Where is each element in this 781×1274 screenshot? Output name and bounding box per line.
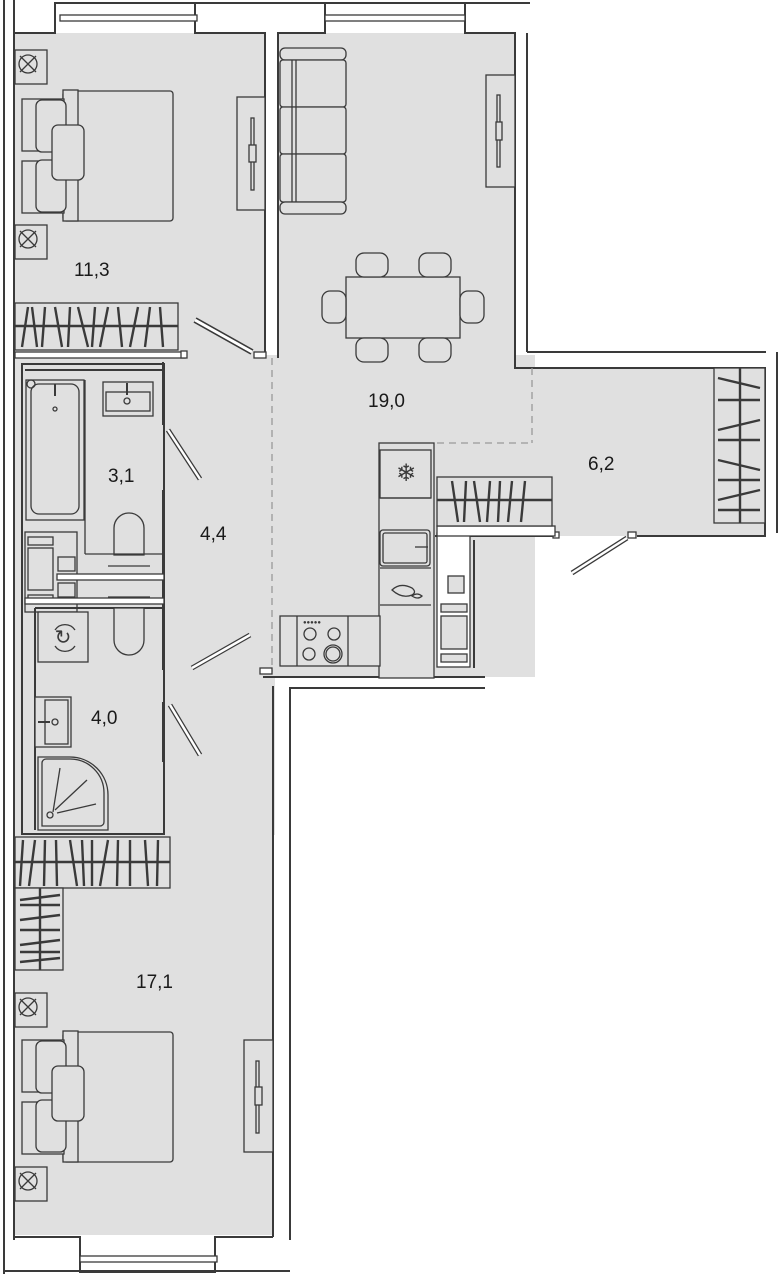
toilet-shower (113, 607, 145, 656)
door-bedroom-1[interactable] (193, 317, 267, 359)
room-area-balcony: 6,2 (588, 454, 614, 475)
kitchen-unit: ❄ ●●●●● (279, 442, 435, 679)
washbasin-bath (102, 381, 154, 417)
room-area-bedroom-1: 11,3 (74, 260, 110, 281)
room-area-shower: 4,0 (91, 708, 117, 729)
bathroom: 3,1 (21, 362, 203, 835)
door-shower[interactable] (167, 703, 203, 757)
wardrobe-balcony-right (713, 367, 766, 524)
tv-unit (236, 96, 266, 211)
dining-table (321, 252, 485, 363)
sofa (279, 47, 347, 215)
svg-text:●●●●●: ●●●●● (303, 620, 321, 626)
double-bed-2 (21, 1030, 174, 1163)
bathtub (25, 379, 85, 521)
bedroom-1: 11,3 (14, 49, 267, 359)
room-area-bedroom-2: 17,1 (136, 972, 173, 993)
dishwasher-icon (391, 584, 423, 599)
shower-tray (37, 756, 109, 831)
tv-unit-2 (243, 1039, 274, 1153)
snowflake-icon: ❄ (396, 460, 416, 487)
room-area-bathroom: 3,1 (108, 466, 134, 487)
washing-machine: ↻ (37, 611, 89, 663)
room-area-hallway: 4,4 (200, 524, 227, 545)
washing-machine-icon: ↻ (55, 627, 72, 649)
hob (279, 615, 381, 667)
tv-unit-living (485, 74, 516, 188)
door-hallway-to-kitchen[interactable] (190, 632, 273, 675)
boiler-cabinet (436, 525, 556, 668)
nightstand-2-bottom (14, 1166, 48, 1202)
nightstand-2-top (14, 992, 48, 1028)
shower-room: ↻ 4,0 (34, 607, 273, 831)
room-area-living: 19,0 (368, 391, 405, 412)
bedroom-2: 17,1 (14, 836, 274, 1202)
door-bathroom[interactable] (165, 428, 203, 481)
door-balcony[interactable] (570, 535, 629, 576)
toilet-bath (113, 512, 145, 556)
wardrobe-hall (14, 836, 171, 889)
nightstand-bottom (14, 224, 48, 260)
washbasin-shower (34, 696, 72, 748)
wardrobe-bedroom-1 (14, 302, 188, 359)
double-bed (21, 89, 174, 222)
nightstand-top (14, 49, 48, 85)
balcony: 6,2 (436, 367, 766, 576)
wardrobe-bedroom-2 (14, 887, 64, 971)
wardrobe-balcony-left (436, 476, 553, 527)
living-kitchen: 19,0 ❄ ●●●●● (271, 47, 556, 679)
